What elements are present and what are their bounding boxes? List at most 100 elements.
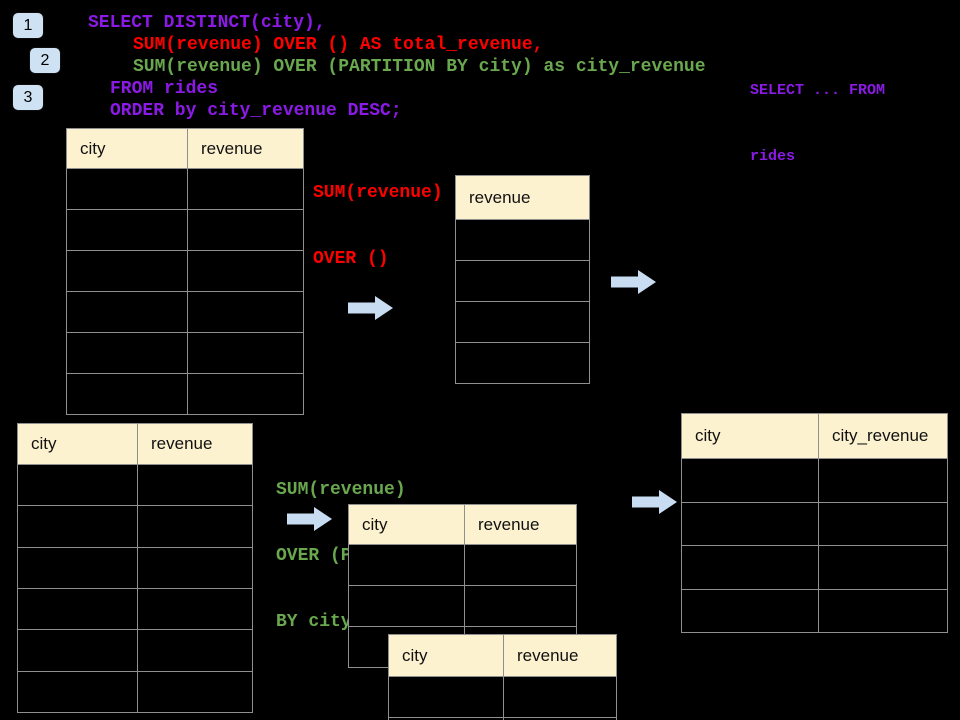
- table-cell: [456, 261, 589, 301]
- table-cell: [137, 630, 252, 671]
- sql-line-order-by: ORDER by city_revenue DESC;: [110, 101, 402, 121]
- arrow-right-icon: [611, 270, 656, 294]
- table-header-row: revenue: [456, 176, 589, 219]
- table-cell: [818, 502, 947, 545]
- table-row: [67, 209, 303, 250]
- table-row: [18, 464, 252, 506]
- table-cell: [18, 465, 137, 505]
- label-partition-line1: SUM(revenue): [276, 480, 406, 500]
- column-header: revenue: [503, 635, 616, 676]
- table-cell: [18, 630, 137, 670]
- table-cell: [349, 586, 464, 626]
- table-cell: [682, 503, 818, 546]
- table-row: [18, 629, 252, 671]
- table-row: [18, 670, 252, 712]
- arrow-right-icon: [632, 490, 677, 514]
- table-row: [349, 585, 576, 626]
- label-total-line1: SUM(revenue): [313, 183, 443, 203]
- table-cell: [67, 210, 187, 250]
- table-cell: [187, 169, 303, 209]
- table-row: [67, 373, 303, 414]
- table-row: [456, 342, 589, 383]
- table-row: [18, 546, 252, 588]
- side-note-line1: SELECT ... FROM: [750, 82, 886, 99]
- column-header: city: [362, 514, 388, 534]
- table-total-revenue: revenue: [455, 175, 590, 384]
- table-cell: [67, 169, 187, 209]
- label-sum-over-empty: SUM(revenue) OVER (): [313, 138, 443, 314]
- table-row: [18, 587, 252, 630]
- sql-line-select: SELECT DISTINCT(city),: [88, 13, 326, 33]
- column-header: revenue: [469, 187, 531, 207]
- table-row: [682, 458, 947, 502]
- table-cell: [137, 465, 252, 506]
- column-header: city: [80, 138, 106, 158]
- table-row: [456, 260, 589, 301]
- table-row: [67, 250, 303, 291]
- table-cell: [187, 374, 303, 414]
- column-header: revenue: [464, 505, 576, 544]
- table-cell: [67, 374, 187, 414]
- side-note-select-from-rides: SELECT ... FROM rides: [750, 36, 885, 212]
- column-header: city: [695, 426, 721, 445]
- sql-line-from: FROM rides: [110, 79, 219, 99]
- table-cell: [818, 589, 947, 632]
- table-cell: [682, 546, 818, 589]
- table-cell: [503, 677, 616, 717]
- table-cell: [67, 251, 187, 291]
- table-cell: [464, 545, 576, 585]
- table-row: [67, 332, 303, 373]
- table-cell: [187, 210, 303, 250]
- table-cell: [503, 718, 616, 720]
- table-cell: [456, 220, 589, 260]
- table-cell: [18, 548, 137, 588]
- table-cell: [137, 547, 252, 588]
- step-badge-2: 2: [29, 47, 61, 74]
- side-note-line2: rides: [750, 148, 796, 165]
- column-header: city_revenue: [818, 414, 947, 458]
- step-badge-1: 1: [12, 12, 44, 39]
- table-cell: [137, 588, 252, 630]
- table-cell: [67, 292, 187, 332]
- table-row: [349, 544, 576, 585]
- arrow-right-icon: [287, 507, 332, 531]
- table-row: [682, 588, 947, 633]
- table-row: [67, 168, 303, 209]
- table-cell: [18, 672, 137, 712]
- table-header-row: city city_revenue: [682, 414, 947, 458]
- table-cell: [464, 586, 576, 626]
- table-row: [682, 545, 947, 589]
- sql-line-total-revenue: SUM(revenue) OVER () AS total_revenue,: [133, 35, 544, 55]
- table-cell: [18, 506, 137, 546]
- label-total-line2: OVER (): [313, 249, 389, 269]
- table-row: [18, 505, 252, 547]
- table-cell: [818, 459, 947, 502]
- table-row: [456, 219, 589, 260]
- sql-line-city-revenue: SUM(revenue) OVER (PARTITION BY city) as…: [133, 57, 706, 77]
- table-cell: [187, 292, 303, 332]
- table-row: [389, 717, 616, 720]
- table-row: [456, 301, 589, 342]
- table-cell: [18, 589, 137, 629]
- table-cell: [187, 333, 303, 373]
- table-partition-group-2: city revenue: [388, 634, 617, 720]
- column-header: city: [31, 434, 57, 453]
- table-cell: [137, 671, 252, 712]
- table-header-row: city revenue: [389, 635, 616, 676]
- table-city-revenue-result: city city_revenue: [681, 413, 948, 633]
- table-row: [389, 676, 616, 717]
- column-header: revenue: [187, 129, 303, 168]
- table-cell: [456, 302, 589, 342]
- table-cell: [682, 459, 818, 502]
- table-cell: [456, 343, 589, 383]
- table-header-row: city revenue: [67, 129, 303, 168]
- table-row: [682, 501, 947, 546]
- step-badge-3: 3: [12, 84, 44, 111]
- table-cell: [349, 545, 464, 585]
- table-header-row: city revenue: [349, 505, 576, 544]
- column-header: city: [402, 645, 428, 665]
- table-cell: [187, 251, 303, 291]
- table-cell: [682, 590, 818, 633]
